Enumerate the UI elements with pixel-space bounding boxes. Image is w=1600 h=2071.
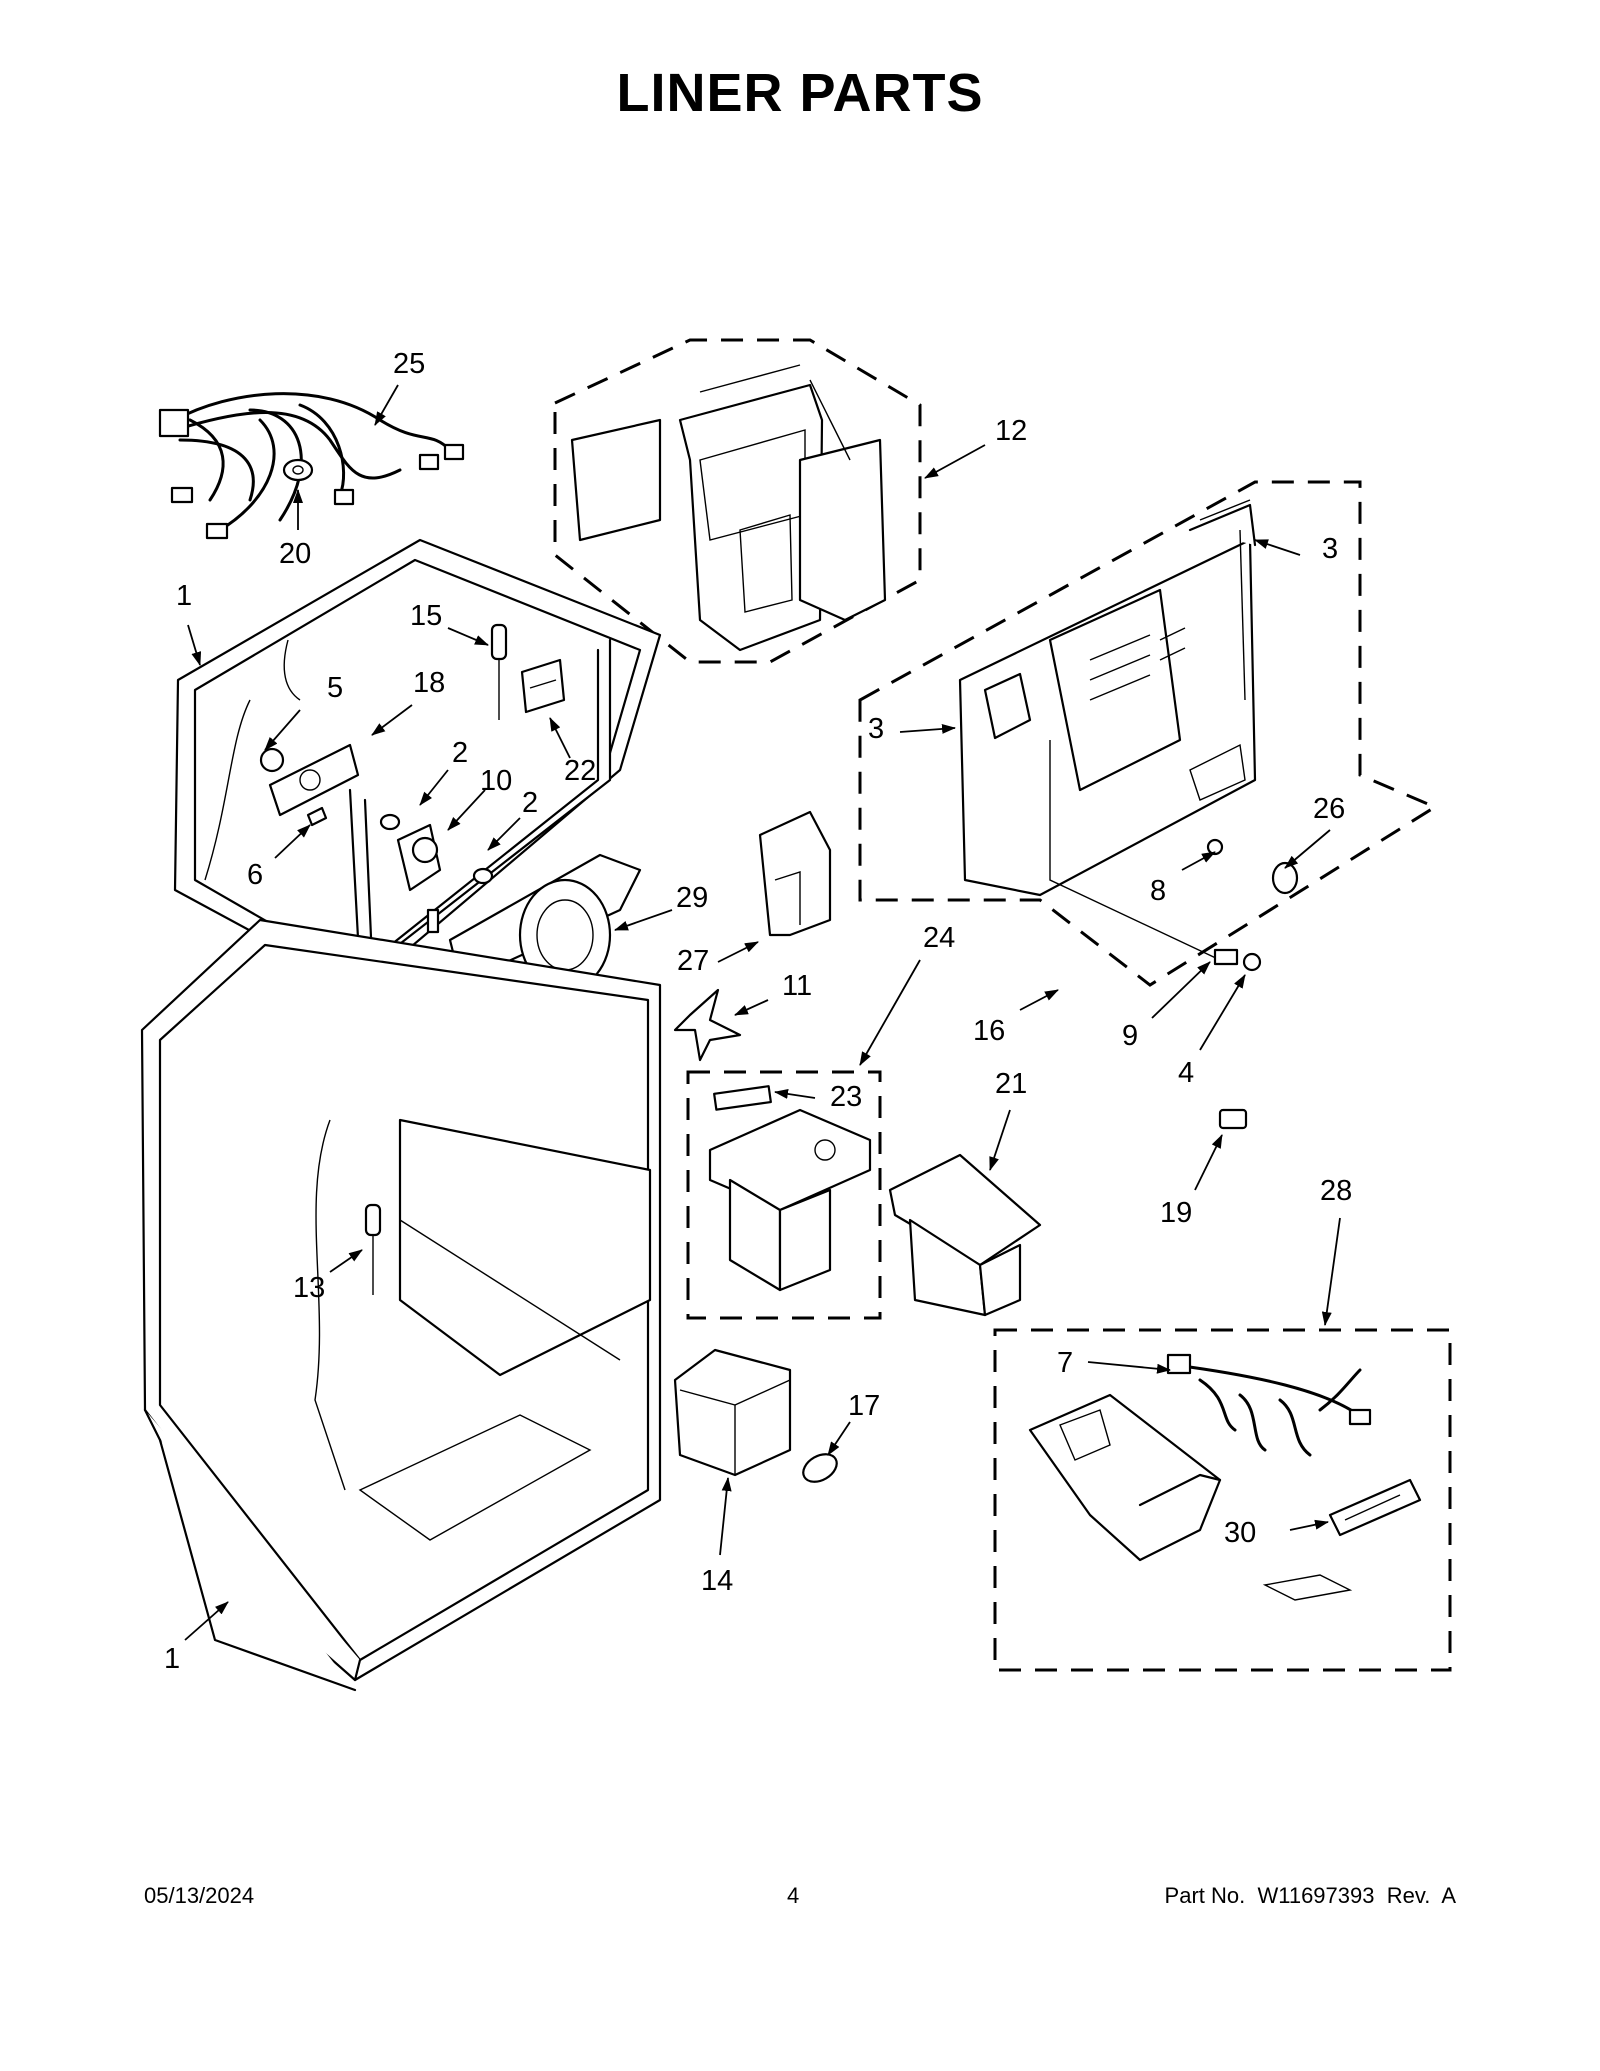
grommet-20 xyxy=(282,458,314,482)
callout-25: 25 xyxy=(393,348,425,380)
callout-28: 28 xyxy=(1320,1175,1352,1207)
auger-17 xyxy=(802,1453,838,1483)
callout-3: 3 xyxy=(1322,533,1338,565)
callout-13: 13 xyxy=(293,1272,325,1304)
footer-part-number: Part No. W11697393 Rev. A xyxy=(1164,1883,1456,1908)
freezer-side-panel-3 xyxy=(1188,499,1257,701)
callout-10: 10 xyxy=(480,765,512,797)
wire-harness-25 xyxy=(158,392,465,540)
callout-2: 2 xyxy=(452,737,468,769)
screw-6 xyxy=(306,806,328,827)
callout-11: 11 xyxy=(782,970,812,1002)
callout-6: 6 xyxy=(247,859,263,891)
footer-page-number: 4 xyxy=(787,1883,800,1908)
callout-16: 16 xyxy=(973,1015,1005,1047)
grommet-2a xyxy=(379,813,401,831)
callout-20: 20 xyxy=(279,538,311,570)
callout-17: 17 xyxy=(848,1390,880,1422)
damper-motor-10 xyxy=(396,823,442,934)
fresh-food-liner-1 xyxy=(173,538,662,992)
ice-chute-21 xyxy=(888,1153,1042,1317)
callout-26: 26 xyxy=(1313,793,1345,825)
ice-maker-23 xyxy=(713,1085,772,1111)
wire-harness-7 xyxy=(1166,1353,1372,1457)
evaporator-fan-housing-29 xyxy=(448,853,642,992)
grommet-8 xyxy=(1206,838,1224,856)
callout-19: 19 xyxy=(1160,1197,1192,1229)
group-28-dashed-outline xyxy=(993,1328,1452,1672)
callout-12: 12 xyxy=(995,415,1027,447)
callout-21: 21 xyxy=(995,1068,1027,1100)
dispenser-duct-12 xyxy=(570,364,887,652)
callout-7: 7 xyxy=(1057,1347,1073,1379)
page-title: LINER PARTS xyxy=(616,63,984,123)
control-module-22 xyxy=(520,658,566,714)
group-12-dashed-outline xyxy=(553,338,922,664)
light-cover-5 xyxy=(259,747,285,773)
ice-bucket-assembly-24 xyxy=(708,1108,872,1292)
callout-30: 30 xyxy=(1224,1517,1256,1549)
grommet-2b xyxy=(472,867,494,885)
air-diffuser-27 xyxy=(758,810,832,937)
callout-labels: 25 20 1 15 5 18 22 2 10 2 6 29 27 11 12 … xyxy=(164,348,1352,1675)
group-24-dashed-outline xyxy=(686,1070,882,1320)
callout-29: 29 xyxy=(676,882,708,914)
label-card xyxy=(1262,1574,1353,1601)
footer-date: 05/13/2024 xyxy=(144,1883,255,1908)
group-16-dashed-outline xyxy=(858,480,1439,987)
callout-3: 3 xyxy=(868,713,884,745)
callout-1: 1 xyxy=(164,1643,180,1675)
freezer-rear-panel-3 xyxy=(958,538,1257,897)
fan-blade-11 xyxy=(673,988,742,1062)
callout-15: 15 xyxy=(410,600,442,632)
freezer-liner-1 xyxy=(140,918,662,1692)
callout-14: 14 xyxy=(701,1565,733,1597)
damper-bracket-18 xyxy=(268,743,360,817)
ice-bucket-14 xyxy=(673,1348,792,1477)
callout-22: 22 xyxy=(564,755,596,787)
control-board-30 xyxy=(1328,1478,1422,1537)
wire-9 xyxy=(1049,740,1239,966)
leader-lines xyxy=(184,384,1341,1641)
callout-8: 8 xyxy=(1150,875,1166,907)
callout-9: 9 xyxy=(1122,1020,1138,1052)
callout-4: 4 xyxy=(1178,1057,1194,1089)
switch-19 xyxy=(1218,1108,1248,1130)
cap-4 xyxy=(1242,952,1262,972)
callout-2: 2 xyxy=(522,787,538,819)
thermistor-13 xyxy=(364,1203,382,1295)
callout-27: 27 xyxy=(677,945,709,977)
callout-18: 18 xyxy=(413,667,445,699)
callout-23: 23 xyxy=(830,1081,862,1113)
callout-1: 1 xyxy=(176,580,192,612)
callout-5: 5 xyxy=(327,672,343,704)
thermistor-15 xyxy=(490,623,508,720)
callout-24: 24 xyxy=(923,922,955,954)
dispenser-housing-28 xyxy=(1028,1393,1222,1562)
